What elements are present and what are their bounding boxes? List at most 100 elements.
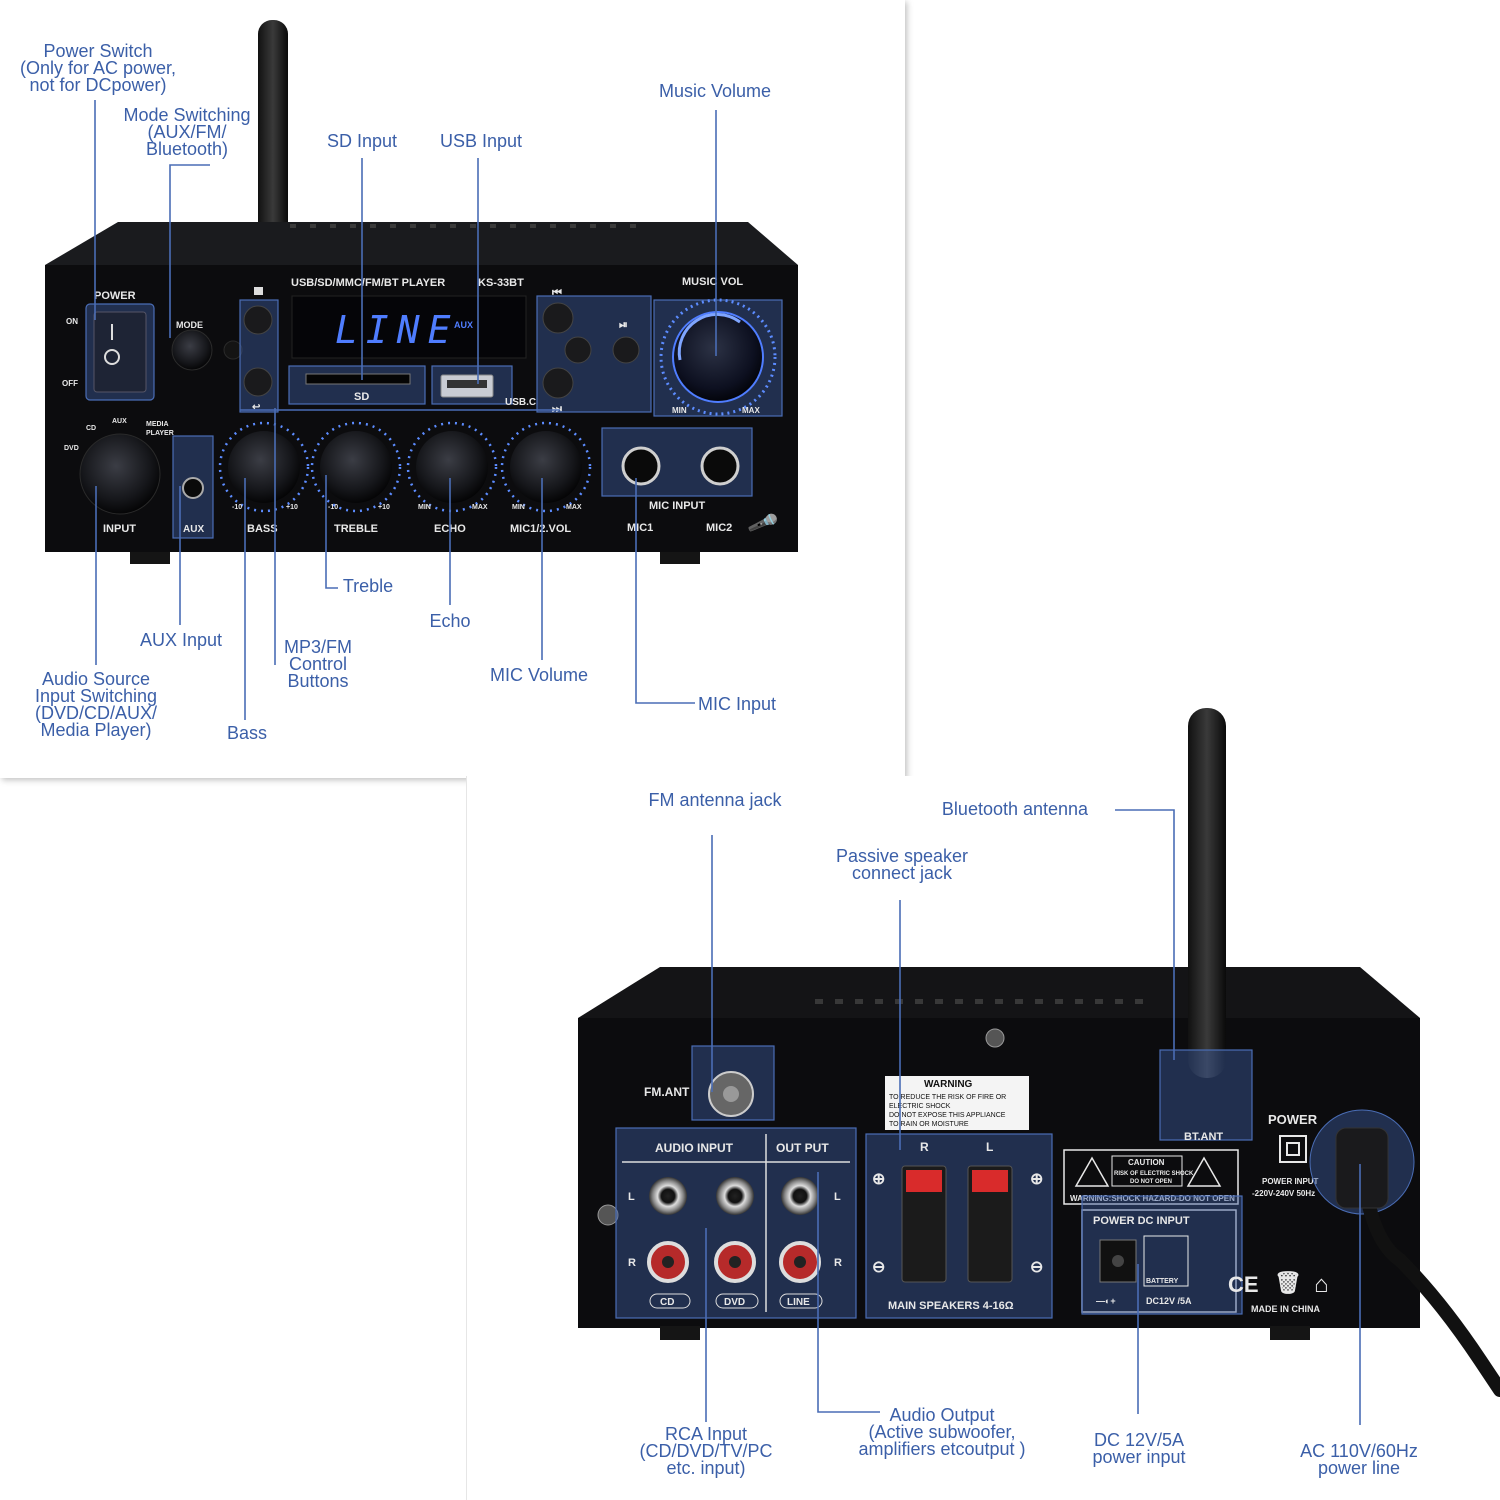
bass-plus: +10 — [286, 504, 298, 511]
speaker-terminal-left[interactable] — [967, 1165, 1013, 1283]
caution-line-2: DO NOT OPEN — [1130, 1179, 1172, 1185]
display-mode: AUX — [454, 320, 473, 330]
dc-input-annotation: DC 12V/5A power input — [1092, 1430, 1186, 1467]
output-l-label: L — [834, 1191, 841, 1203]
audio-input-label: AUDIO INPUT — [655, 1141, 734, 1155]
caution-sticker — [1063, 1149, 1239, 1205]
cd-input-label: CD — [660, 1297, 674, 1308]
bluetooth-antenna-annotation: Bluetooth antenna — [941, 799, 1089, 819]
plus-icon-right: ⊕ — [1030, 1171, 1043, 1188]
repeat-icon: ↩ — [252, 402, 261, 413]
echo-control: MIN MAX ECHO — [406, 421, 498, 535]
prev-control-button[interactable] — [243, 305, 273, 335]
sd-slot-highlight — [288, 365, 426, 405]
dc-rating-label: DC12V /5A — [1146, 1296, 1192, 1306]
plus-icon-left: ⊕ — [872, 1171, 885, 1188]
input-r-label: R — [628, 1257, 636, 1269]
rca-line-left[interactable] — [781, 1177, 819, 1215]
warning-line-2: ELECTRIC SHOCK — [889, 1103, 951, 1110]
aux-jack[interactable] — [182, 477, 204, 499]
sd-slot[interactable] — [305, 373, 411, 385]
bass-label: BASS — [247, 523, 278, 535]
audio-source-annotation: Audio Source Input Switching (DVD/CD/AUX… — [34, 669, 158, 740]
minus-icon-right: ⊖ — [1030, 1259, 1043, 1276]
speaker-terminal-highlight — [865, 1133, 1053, 1319]
sd-label: SD — [354, 391, 369, 403]
warning-line-4: TO RAIN OR MOISTURE — [889, 1121, 969, 1128]
aux-small-label: AUX — [112, 418, 127, 425]
power-switch[interactable] — [93, 311, 147, 393]
echo-knob[interactable] — [416, 431, 488, 503]
music-vol-dots — [659, 298, 777, 416]
power-dc-input-label: POWER DC INPUT — [1093, 1215, 1190, 1227]
power-label: POWER — [94, 290, 136, 302]
fm-antenna-annotation: FM antenna jack — [648, 790, 782, 810]
treble-label: TREBLE — [334, 523, 378, 535]
mic-vol-label: MIC1/2.VOL — [510, 523, 571, 535]
prev-icon: ⏮ — [552, 287, 562, 299]
echo-min: MIN — [418, 504, 431, 511]
audio-output-annotation: Audio Output (Active subwoofer, amplifie… — [858, 1405, 1026, 1459]
battery-label: BATTERY — [1146, 1278, 1179, 1285]
warning-title: WARNING — [924, 1079, 973, 1090]
model-number: KS-33BT — [478, 277, 524, 289]
power-rating-label: -220V-240V 50Hz — [1252, 1189, 1315, 1198]
input-l-label: L — [628, 1191, 635, 1203]
next-icon: ⏭ — [552, 403, 562, 415]
bt-antenna — [1188, 708, 1226, 1078]
mic2-jack[interactable] — [700, 446, 740, 486]
input-selector-knob[interactable] — [79, 433, 161, 515]
mp3-button-2[interactable] — [564, 336, 592, 364]
rca-input-annotation: RCA Input (CD/DVD/TV/PC etc. input) — [639, 1424, 773, 1478]
speaker-terminal-right[interactable] — [901, 1165, 947, 1283]
music-volume-knob[interactable] — [672, 311, 764, 403]
main-speakers-label: MAIN SPEAKERS 4-16Ω — [888, 1300, 1014, 1312]
treble-control: -10 +10 TREBLE — [310, 421, 402, 535]
mic-vol-min: MIN — [512, 504, 525, 511]
mp3-button-1[interactable] — [542, 302, 574, 334]
ac-power-cord — [1355, 1158, 1500, 1397]
back-leader-lines — [705, 809, 1361, 1425]
mode-switching-annotation: Mode Switching (AUX/FM/ Bluetooth) — [123, 105, 251, 159]
aux-label: AUX — [183, 524, 204, 535]
music-volume-annotation: Music Volume — [658, 81, 772, 101]
off-label: OFF — [62, 379, 78, 388]
output-label: OUT PUT — [776, 1141, 829, 1155]
music-vol-min: MIN — [672, 406, 687, 415]
mode-button[interactable] — [171, 329, 213, 371]
rca-cd-left[interactable] — [649, 1177, 687, 1215]
mic1-label: MIC1 — [627, 522, 653, 534]
made-in-label: MADE IN CHINA — [1251, 1304, 1320, 1314]
mic-volume-control: MIN MAX MIC1/2.VOL — [500, 421, 592, 535]
mic-input-label: MIC INPUT — [649, 500, 706, 512]
caution-line-1: RISK OF ELECTRIC SHOCK — [1114, 1171, 1194, 1177]
front-amplifier: POWER ON OFF MODE USB/SD/MMC/FM/BT PLAYE… — [45, 20, 798, 564]
mp3-button-4[interactable] — [542, 367, 574, 399]
house-icon: ⌂ — [1314, 1271, 1329, 1298]
echo-annotation: Echo — [429, 611, 471, 631]
repeat-button[interactable] — [243, 367, 273, 397]
display-text: LINE — [335, 308, 459, 352]
music-vol-label: MUSIC VOL — [682, 276, 743, 288]
bass-minus: -10 — [232, 504, 242, 511]
mp3-button-3[interactable] — [612, 336, 640, 364]
led-display — [291, 295, 527, 359]
bt-antenna-highlight — [1159, 1049, 1253, 1141]
rca-dvd-left[interactable] — [716, 1177, 754, 1215]
warning-line-3: DO NOT EXPOSE THIS APPLIANCE — [889, 1112, 1006, 1119]
treble-minus: -10 — [328, 504, 338, 511]
mic-volume-knob[interactable] — [510, 431, 582, 503]
bass-knob[interactable] — [228, 431, 300, 503]
mic-volume-annotation: MIC Volume — [489, 665, 589, 685]
mic1-jack[interactable] — [621, 446, 661, 486]
double-insulation-icon — [1279, 1135, 1307, 1163]
usbc-label: USB.C — [505, 397, 536, 408]
sd-input-annotation: SD Input — [326, 131, 398, 151]
stop-icon — [254, 287, 263, 295]
shock-warning: WARNING:SHOCK HAZARD-DO NOT OPEN — [1070, 1194, 1235, 1203]
ac-power-plug — [1335, 1127, 1389, 1209]
treble-knob[interactable] — [320, 431, 392, 503]
line-output-label: LINE — [787, 1297, 810, 1308]
caution-title: CAUTION — [1128, 1158, 1165, 1167]
